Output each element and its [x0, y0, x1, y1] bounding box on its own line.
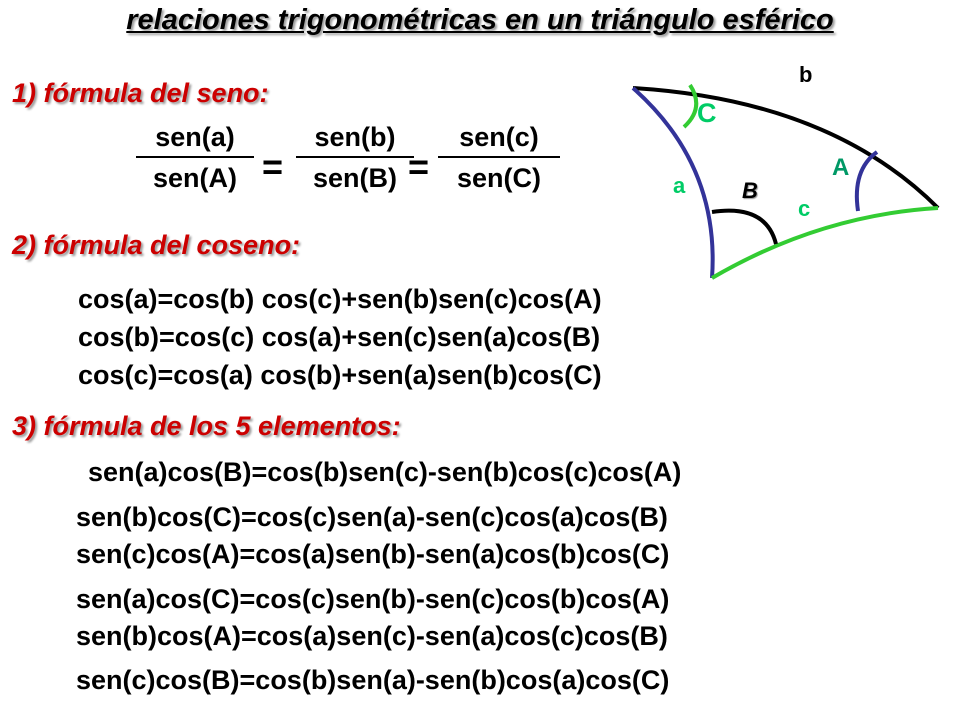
sine-fraction-b: sen(b) sen(B)	[296, 121, 414, 195]
cosine-formula-c: cos(c)=cos(a) cos(b)+sen(a)sen(b)cos(C)	[78, 360, 602, 390]
cosine-formula-a: cos(a)=cos(b) cos(c)+sen(b)sen(c)cos(A)	[78, 284, 602, 314]
fraction-bar	[438, 156, 560, 158]
angle-A-arc	[854, 150, 879, 212]
angle-C-arc	[682, 83, 699, 129]
equals-sign: =	[262, 146, 284, 187]
label-a: a	[673, 173, 686, 198]
cosine-heading: 2) fórmula del coseno:	[12, 230, 301, 260]
side-b-arc	[632, 86, 940, 210]
five-elements-formula-1: sen(a)cos(B)=cos(b)sen(c)-sen(b)cos(c)co…	[88, 457, 682, 487]
fraction-bar	[136, 156, 254, 158]
fraction-denominator: sen(C)	[456, 163, 541, 193]
angle-B-arc	[711, 208, 778, 245]
label-b: b	[799, 62, 812, 87]
five-elements-formula-4: sen(a)cos(C)=cos(c)sen(b)-sen(c)cos(b)co…	[76, 584, 670, 614]
label-A: A	[832, 154, 849, 181]
sine-fraction-a: sen(a) sen(A)	[136, 121, 254, 195]
page-title: relaciones trigonométricas en un triángu…	[126, 4, 834, 36]
cosine-formula-b: cos(b)=cos(c) cos(a)+sen(c)sen(a)cos(B)	[78, 322, 601, 352]
label-C: C	[697, 98, 717, 128]
sine-heading: 1) fórmula del seno:	[12, 78, 269, 108]
five-elements-formula-6: sen(c)cos(B)=cos(b)sen(a)-sen(b)cos(a)co…	[76, 665, 670, 695]
label-c: c	[798, 196, 810, 221]
side-c-arc	[710, 206, 939, 280]
five-elements-heading: 3) fórmula de los 5 elementos:	[12, 411, 401, 441]
fraction-numerator: sen(b)	[314, 122, 396, 152]
equals-sign: =	[408, 146, 430, 187]
sine-fraction-c: sen(c) sen(C)	[438, 121, 560, 195]
fraction-denominator: sen(A)	[152, 163, 237, 193]
fraction-bar	[296, 156, 414, 158]
five-elements-formula-2: sen(b)cos(C)=cos(c)sen(a)-sen(c)cos(a)co…	[76, 502, 668, 532]
fraction-numerator: sen(a)	[155, 122, 235, 152]
label-B: B	[742, 178, 758, 203]
five-elements-formula-5: sen(b)cos(A)=cos(a)sen(c)-sen(a)cos(c)co…	[76, 621, 668, 651]
fraction-denominator: sen(B)	[312, 163, 397, 193]
fraction-numerator: sen(c)	[459, 122, 539, 152]
five-elements-formula-3: sen(c)cos(A)=cos(a)sen(b)-sen(a)cos(b)co…	[76, 539, 670, 569]
side-a-arc	[631, 86, 715, 279]
